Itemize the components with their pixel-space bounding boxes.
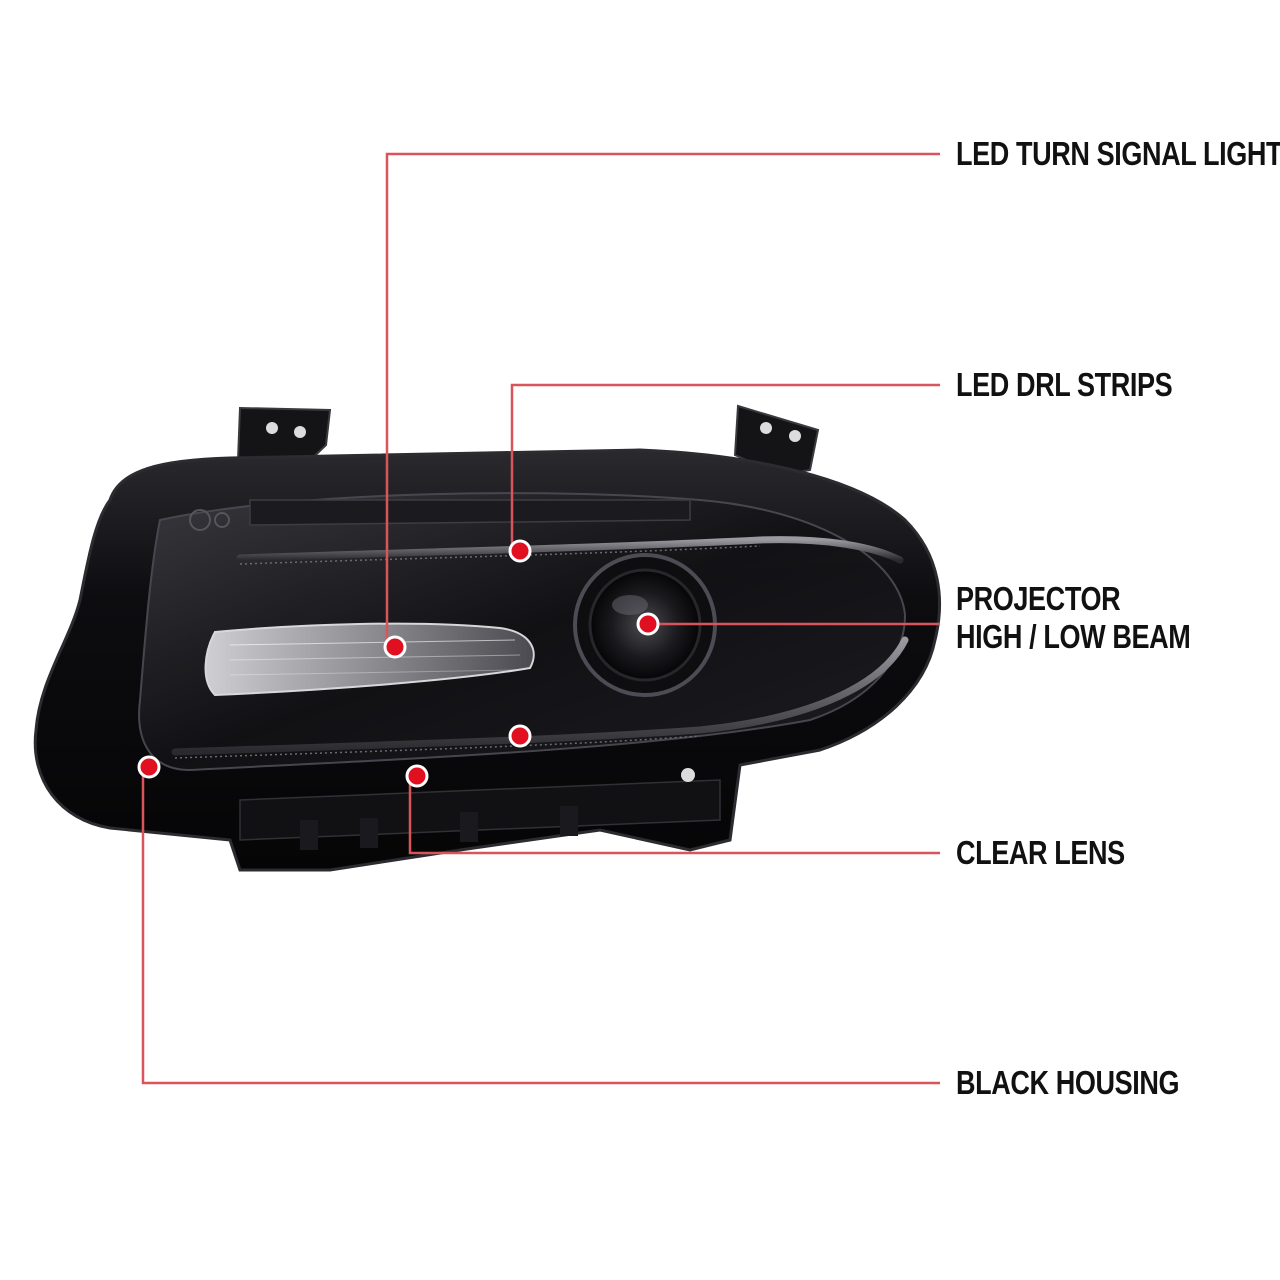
callout-label-drl-strips: LED DRL STRIPS [956,366,1173,404]
callout-label-black-housing: BLACK HOUSING [956,1064,1180,1102]
callout-dot-black-housing [137,755,161,779]
callout-label-projector: PROJECTOR HIGH / LOW BEAM [956,580,1191,656]
callout-label-turn-signal: LED TURN SIGNAL LIGHT [956,135,1280,173]
callout-text: HIGH / LOW BEAM [956,618,1191,655]
callout-dot-drl-upper [508,539,532,563]
headlight-image [33,404,941,872]
callout-label-clear-lens: CLEAR LENS [956,834,1125,872]
callout-dot-turn-signal [383,635,407,659]
drl-strip-lower [171,636,909,756]
callout-text: CLEAR LENS [956,834,1125,871]
callout-text: LED TURN SIGNAL LIGHT [956,135,1280,172]
callout-dot-clear-lens [405,764,429,788]
callout-dots [137,539,660,788]
drl-strip-upper [236,536,904,564]
callout-text: LED DRL STRIPS [956,366,1173,403]
callout-dot-drl-lower [508,724,532,748]
callout-text: BLACK HOUSING [956,1064,1180,1101]
callout-text: PROJECTOR [956,580,1121,617]
callout-dot-projector [636,612,660,636]
lens-face [138,492,907,772]
